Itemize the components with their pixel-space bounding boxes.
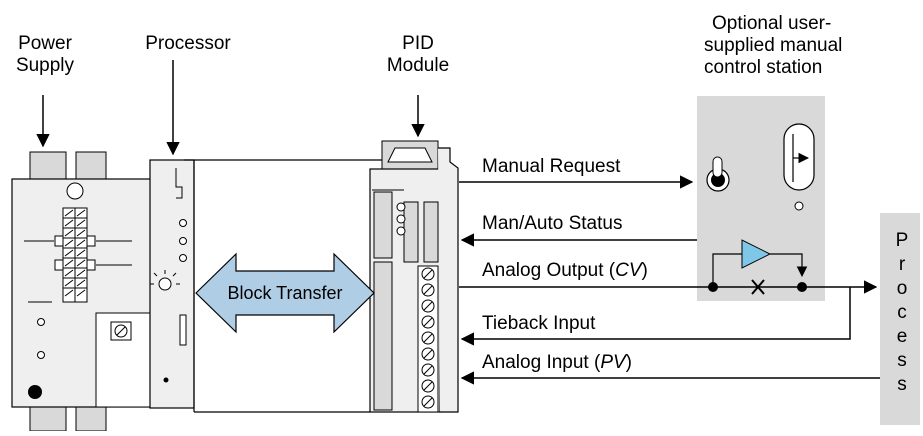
processor-label: Processor xyxy=(145,33,231,54)
power-terminal-block xyxy=(54,207,96,303)
tieback-input-line xyxy=(460,287,851,346)
process-letter: P xyxy=(895,230,909,251)
analog-output-label: Analog Output (CV) xyxy=(482,260,648,282)
pid-module xyxy=(369,140,459,413)
toggle-switch xyxy=(706,156,730,192)
process-letter: s xyxy=(897,374,907,395)
analog-output-suffix: ) xyxy=(641,260,648,281)
analog-input-label: Analog Input (PV) xyxy=(482,352,632,374)
manual-control-station xyxy=(697,96,825,301)
analog-input-suffix: ) xyxy=(625,352,632,373)
process-letter: s xyxy=(897,350,907,371)
chassis-outline xyxy=(184,159,382,413)
control-station-label: Optional user- supplied manual control s… xyxy=(692,13,892,79)
process-letter: e xyxy=(896,326,908,347)
block-transfer-label: Block Transfer xyxy=(227,283,343,303)
pid-module-label-line2: Module xyxy=(386,55,450,76)
station-amplifier xyxy=(712,239,808,285)
pid-module-label-line1: PID xyxy=(402,33,434,54)
analog-output-variable: CV xyxy=(615,260,642,281)
pid-module-label: PID Module xyxy=(370,33,466,77)
process-box xyxy=(880,213,920,425)
analog-input-variable: PV xyxy=(600,352,626,373)
power-supply-label-line2: Supply xyxy=(15,55,75,76)
power-supply xyxy=(11,151,153,432)
tieback-input-label: Tieback Input xyxy=(482,313,596,334)
analog-output-prefix: Analog Output ( xyxy=(482,260,616,281)
control-station-label-line1: Optional user- xyxy=(712,13,832,34)
man-auto-status-label: Man/Auto Status xyxy=(482,213,623,234)
processor-indicator-light xyxy=(150,270,180,291)
process-letter: o xyxy=(896,278,908,299)
process-letter: c xyxy=(897,302,907,323)
pid-terminal-block xyxy=(417,265,439,413)
manual-request-label: Manual Request xyxy=(482,156,621,177)
process-letter: r xyxy=(898,254,906,275)
power-supply-label-line1: Power xyxy=(18,33,72,54)
analog-input-prefix: Analog Input ( xyxy=(482,352,601,373)
block-transfer-arrow xyxy=(195,252,375,334)
control-station-label-line3: control station xyxy=(704,57,823,78)
manual-output-slider xyxy=(783,123,815,191)
processor-module xyxy=(149,159,195,409)
power-supply-label: Power Supply xyxy=(2,33,88,77)
control-station-label-line2: supplied manual xyxy=(704,35,843,56)
